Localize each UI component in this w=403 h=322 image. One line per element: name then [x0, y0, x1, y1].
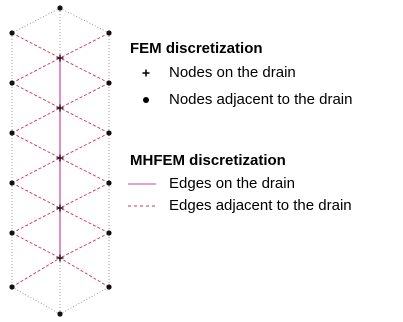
mesh-edge	[59, 182, 110, 209]
dot-icon	[143, 97, 149, 103]
mhfem-legend-title: MHFEM discretization	[130, 152, 286, 169]
mesh-edge	[59, 286, 110, 315]
mesh-edge	[11, 82, 61, 109]
mesh-edge	[11, 132, 61, 159]
mesh-edge	[11, 7, 61, 34]
adjacent-node	[106, 130, 112, 136]
adjacent-node	[9, 230, 15, 236]
mesh-edge	[11, 207, 61, 234]
mhfem-item-label-edges-adjacent: Edges adjacent to the drain	[169, 197, 352, 214]
mesh-edge	[59, 132, 110, 159]
adjacent-node	[106, 180, 112, 186]
mesh-edge	[59, 207, 110, 234]
mesh-edge	[59, 7, 110, 34]
adjacent-node	[57, 5, 63, 11]
mesh-edge	[11, 32, 61, 59]
mesh-edge	[11, 286, 61, 315]
plus-icon	[142, 69, 150, 77]
mesh-edge	[59, 257, 110, 288]
drain-node	[56, 204, 64, 212]
drain-node	[56, 254, 64, 262]
adjacent-node	[9, 180, 15, 186]
fem-item-label-nodes-on-drain: Nodes on the drain	[169, 64, 296, 81]
adjacent-node	[9, 284, 15, 290]
dashed-line-icon	[128, 205, 156, 207]
mesh-edge	[11, 257, 61, 288]
mesh-edge	[11, 182, 61, 209]
mesh-edge	[11, 157, 61, 184]
mesh-edge	[59, 157, 110, 184]
mesh-edge	[11, 107, 61, 134]
mesh-edges	[11, 7, 110, 315]
adjacent-node	[9, 80, 15, 86]
mesh-edge	[11, 232, 61, 259]
mesh-nodes	[9, 5, 112, 317]
solid-line-icon	[128, 183, 156, 185]
mhfem-item-label-edges-on-drain: Edges on the drain	[169, 175, 295, 192]
adjacent-node	[106, 30, 112, 36]
mesh-edge	[11, 57, 61, 84]
adjacent-node	[9, 30, 15, 36]
adjacent-node	[106, 284, 112, 290]
mesh-edge	[59, 232, 110, 259]
adjacent-node	[57, 311, 63, 317]
mesh-edge	[59, 82, 110, 109]
adjacent-node	[106, 80, 112, 86]
fem-item-label-nodes-adjacent: Nodes adjacent to the drain	[169, 91, 353, 108]
mesh-edge	[59, 32, 110, 59]
mesh-edge	[59, 107, 110, 134]
fem-legend-title: FEM discretization	[130, 40, 263, 57]
adjacent-node	[9, 130, 15, 136]
drain-node	[56, 104, 64, 112]
drain-node	[56, 154, 64, 162]
mesh-edge	[59, 57, 110, 84]
drain-node	[56, 54, 64, 62]
adjacent-node	[106, 230, 112, 236]
